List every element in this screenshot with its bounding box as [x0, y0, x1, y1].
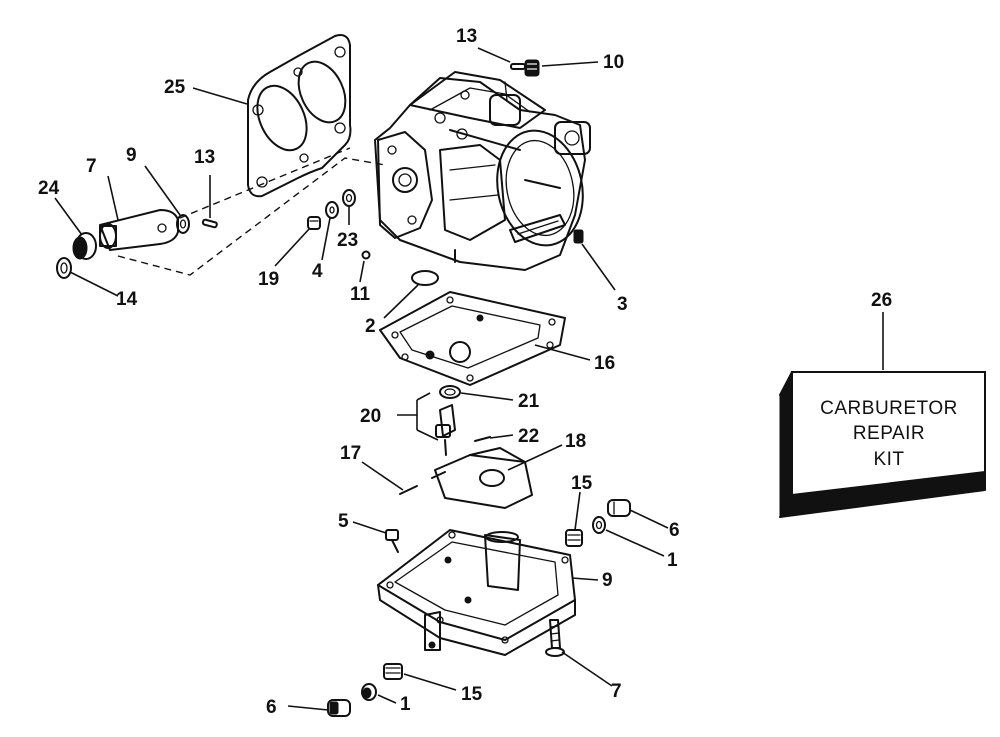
part-15-jet-lower [383, 663, 403, 680]
part-26-kit-box: CARBURETOR REPAIR KIT [779, 371, 986, 518]
callout-23: 23 [337, 230, 358, 251]
part-17-pin [399, 485, 418, 495]
callout-22: 22 [518, 426, 539, 447]
callout-8-float-bowl-label: 9 [602, 570, 613, 591]
part-4-washer [325, 201, 339, 219]
part-16-gasket [379, 291, 566, 386]
part-22-pin [474, 436, 491, 442]
callout-15-lower: 15 [461, 684, 483, 705]
callout-21: 21 [518, 391, 540, 412]
callout-labels: 13 10 25 7 9 13 24 14 19 4 23 9 11 2 3 2… [38, 26, 892, 571]
part-20-needle-seat [416, 392, 456, 456]
callout-14: 14 [116, 289, 138, 310]
carburetor-body [374, 71, 591, 271]
part-23-washer [342, 189, 356, 207]
callout-1-bottom: 1 [400, 694, 411, 715]
callout-16: 16 [594, 353, 615, 374]
part-24-roller [72, 232, 97, 260]
callout-2: 2 [365, 316, 376, 337]
part-18-float [431, 447, 533, 509]
callout-labels-lower: 9 8 9 9 7 7 15 1 6 9 [266, 570, 622, 718]
callout-15-upper: 15 [571, 473, 593, 494]
part-21-washer [439, 385, 461, 399]
callout-7-label: 7 [611, 681, 622, 702]
callout-17: 17 [340, 443, 361, 464]
leader-lines [54, 47, 884, 711]
callout-19: 19 [258, 269, 279, 290]
part-5-screw [385, 529, 399, 553]
part-6-plug-right [607, 499, 631, 517]
kit-box-line-3: KIT [873, 449, 904, 470]
callout-4: 4 [312, 261, 323, 282]
kit-box-line-1: CARBURETOR [820, 398, 958, 419]
part-1-washer-right [592, 516, 606, 534]
callout-1-right: 1 [667, 550, 678, 571]
callout-12: 10 [603, 52, 624, 73]
callout-5: 5 [338, 511, 349, 532]
callout-25: 25 [164, 77, 186, 98]
callout-26: 26 [871, 290, 892, 311]
part-10-lever [99, 209, 179, 251]
part-15-jet-upper [565, 529, 583, 547]
part-2-disc [411, 270, 439, 286]
part-6-plug-bottom [327, 699, 351, 717]
part-7-screw [545, 619, 565, 657]
callout-13-left: 13 [194, 147, 215, 168]
part-9-ball [361, 250, 371, 260]
part-8-float-bowl [377, 529, 576, 656]
callout-10: 7 [86, 156, 97, 177]
assembly-dashed-lines [117, 147, 386, 276]
callout-9-label: 11 [350, 284, 371, 305]
callout-3: 3 [617, 294, 628, 315]
callout-13-top: 13 [456, 26, 477, 47]
part-13-pin-left [201, 218, 218, 229]
callout-11: 9 [126, 145, 137, 166]
part-13-pin-top [510, 63, 526, 70]
callout-20: 20 [360, 406, 381, 427]
part-3-screw [573, 229, 584, 244]
callout-6-right: 6 [669, 520, 680, 541]
kit-box-line-2: REPAIR [853, 423, 925, 444]
part-14-washer [56, 257, 72, 279]
part-12-plug [524, 59, 540, 77]
callout-24: 24 [38, 178, 60, 199]
part-19-screw [307, 216, 321, 230]
callout-6-bottom: 6 [266, 697, 277, 718]
part-1-washer-bottom [361, 683, 377, 701]
part-25-gasket [247, 34, 352, 198]
part-11-washer [176, 214, 190, 234]
callout-18: 18 [565, 431, 586, 452]
